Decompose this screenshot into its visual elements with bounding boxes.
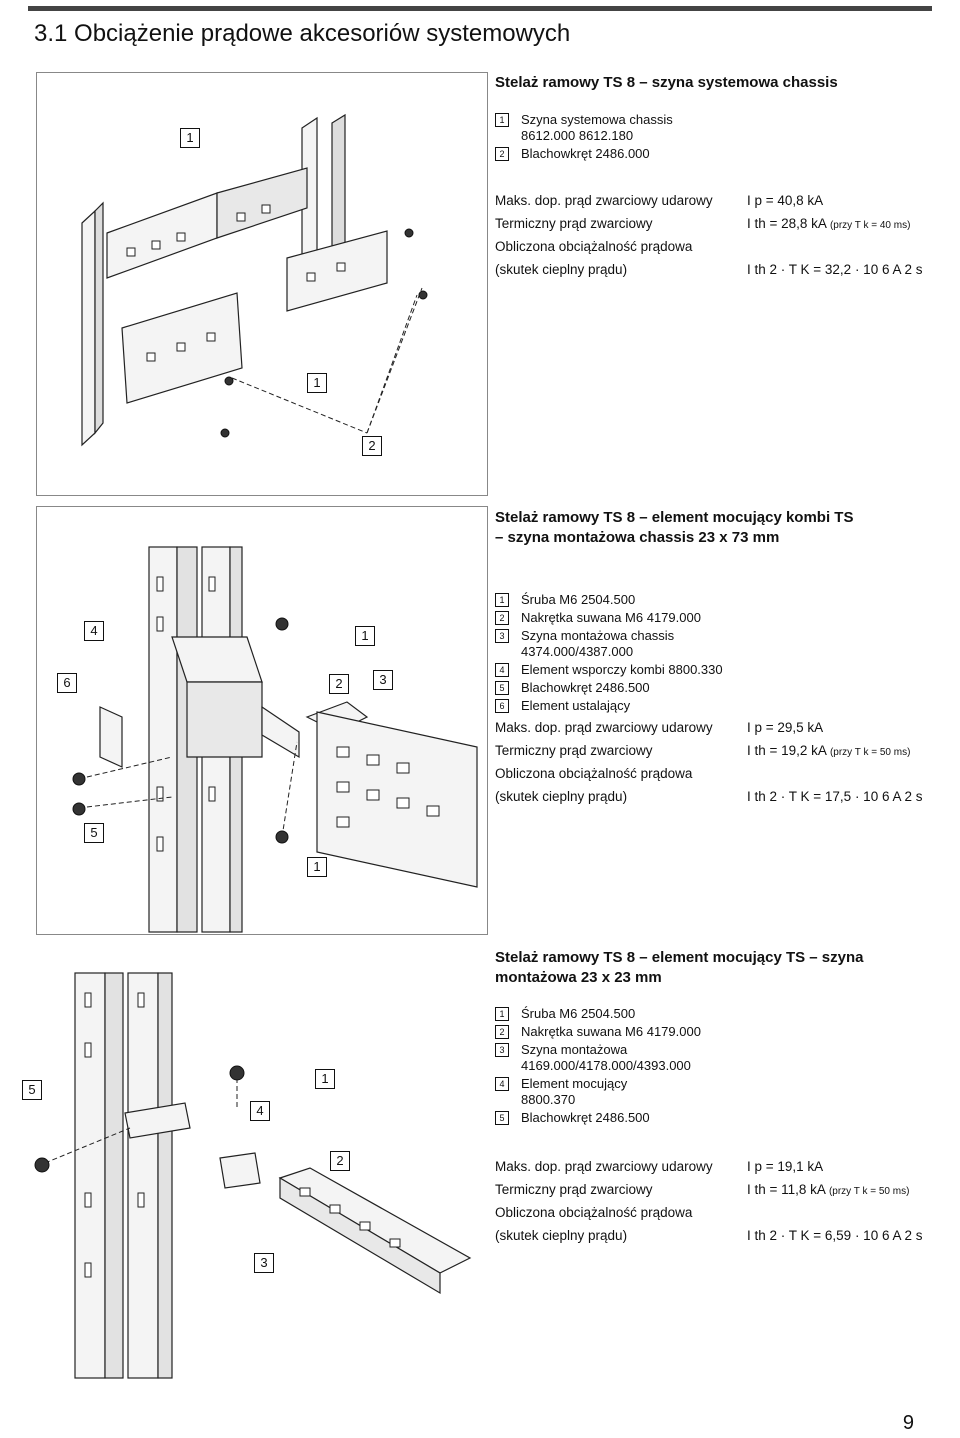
- callout-1: 1: [315, 1069, 335, 1089]
- legend-item: 1 Śruba M6 2504.500: [495, 1006, 915, 1022]
- legend-item: 2 Nakrętka suwana M6 4179.000: [495, 610, 915, 626]
- figure-kombi-mount: 4 6 1 2 3 5 1: [36, 506, 488, 935]
- section-title: Stelaż ramowy TS 8 – element mocujący TS…: [495, 949, 864, 986]
- legend: 1 Śruba M6 2504.500 2 Nakrętka suwana M6…: [495, 592, 915, 716]
- spec-row: Termiczny prąd zwarciowy I th = 19,2 kA …: [495, 743, 911, 758]
- section-title: Stelaż ramowy TS 8 – szyna systemowa cha…: [495, 74, 838, 91]
- callout-4: 4: [84, 621, 104, 641]
- legend-item: 2 Blachowkręt 2486.000: [495, 146, 915, 162]
- callout-3: 3: [373, 670, 393, 690]
- legend-item: 4 Element wsporczy kombi 8800.330: [495, 662, 915, 678]
- figure-ts-mount: 1 5 4 2 3: [0, 943, 486, 1379]
- ts-mount-illustration: [34, 972, 472, 1379]
- section-title: Stelaż ramowy TS 8 – element mocujący ko…: [495, 509, 854, 546]
- spec-row: Maks. dop. prąd zwarciowy udarowy I p = …: [495, 720, 824, 735]
- callout-1: 1: [180, 128, 200, 148]
- page-heading: 3.1 Obciążenie prądowe akcesoriów system…: [34, 20, 571, 47]
- header-rule: [28, 6, 932, 11]
- callout-6: 6: [57, 673, 77, 693]
- specs-table: Maks. dop. prąd zwarciowy udarowy I p = …: [495, 720, 935, 812]
- chassis-rail-illustration: [81, 113, 428, 447]
- specs-table: Maks. dop. prąd zwarciowy udarowy I p = …: [495, 1159, 935, 1251]
- spec-row: Obliczona obciążalność prądowa: [495, 239, 693, 254]
- callout-1: 1: [355, 626, 375, 646]
- figure-chassis-rail: 1 1 2: [36, 72, 488, 496]
- spec-row: Obliczona obciążalność prądowa: [495, 1205, 693, 1220]
- spec-row: (skutek cieplny prądu) I th 2 · T K = 17…: [495, 789, 923, 804]
- page-number: 9: [902, 1412, 914, 1434]
- spec-row: Obliczona obciążalność prądowa: [495, 766, 693, 781]
- callout-4: 4: [250, 1101, 270, 1121]
- legend-item: 6 Element ustalający: [495, 698, 915, 714]
- callout-5: 5: [22, 1080, 42, 1100]
- legend-item: 1 Śruba M6 2504.500: [495, 592, 915, 608]
- spec-row: Maks. dop. prąd zwarciowy udarowy I p = …: [495, 1159, 824, 1174]
- kombi-mount-illustration: [72, 546, 478, 933]
- specs-table: Maks. dop. prąd zwarciowy udarowy I p = …: [495, 193, 935, 285]
- callout-3: 3: [254, 1253, 274, 1273]
- callout-1: 1: [307, 373, 327, 393]
- spec-row: Termiczny prąd zwarciowy I th = 28,8 kA …: [495, 216, 911, 231]
- legend-item: 2 Nakrętka suwana M6 4179.000: [495, 1024, 915, 1040]
- callout-2: 2: [329, 674, 349, 694]
- legend-item: 5 Blachowkręt 2486.500: [495, 680, 915, 696]
- callout-5: 5: [84, 823, 104, 843]
- callout-2: 2: [330, 1151, 350, 1171]
- spec-row: Termiczny prąd zwarciowy I th = 11,8 kA …: [495, 1182, 910, 1197]
- spec-row: Maks. dop. prąd zwarciowy udarowy I p = …: [495, 193, 824, 208]
- spec-row: (skutek cieplny prądu) I th 2 · T K = 32…: [495, 262, 923, 277]
- legend: 1 Śruba M6 2504.500 2 Nakrętka suwana M6…: [495, 1006, 915, 1128]
- spec-row: (skutek cieplny prądu) I th 2 · T K = 6,…: [495, 1228, 923, 1243]
- callout-2: 2: [362, 436, 382, 456]
- legend-item: 5 Blachowkręt 2486.500: [495, 1110, 915, 1126]
- callout-1: 1: [307, 857, 327, 877]
